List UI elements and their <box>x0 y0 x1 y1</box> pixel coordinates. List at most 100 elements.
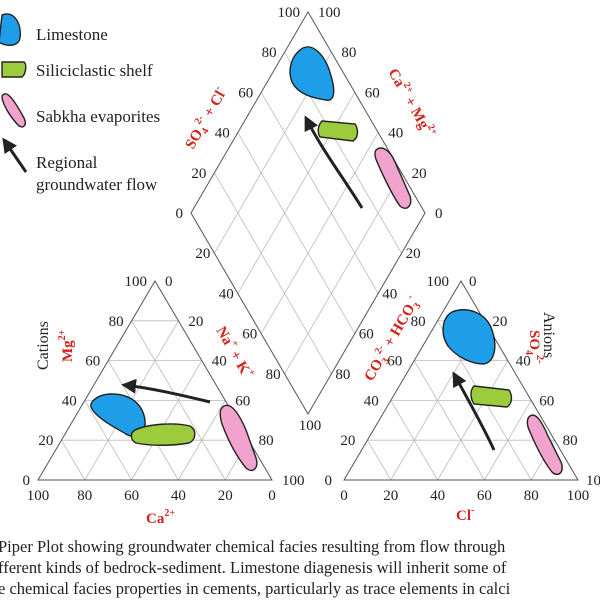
cations-right-tick: 100 <box>282 473 305 489</box>
cations-triangle: 100 80 60 40 20 0 100 80 60 40 20 0 0 20 40 60 80 100 C… <box>23 274 305 527</box>
diamond-lower-left-tick: 40 <box>219 286 234 302</box>
diamond-gridline <box>260 132 379 334</box>
diamond-lower-right-tick: 40 <box>382 286 397 302</box>
diamond-left-tick: 40 <box>215 126 230 142</box>
anions-bottom-tick: 40 <box>430 488 445 504</box>
legend-flow-label-line1: Regional <box>36 153 98 172</box>
diamond-left-tick: 20 <box>191 166 206 182</box>
cations-gridline <box>131 360 203 481</box>
diamond-gridline <box>260 92 379 294</box>
anions-right-tick: 20 <box>492 314 507 330</box>
cations-bottom-tick: 20 <box>218 488 233 504</box>
cations-title: Cations <box>35 321 52 370</box>
legend: Limestone Siliciclastic shelf Sabkha eva… <box>0 13 160 194</box>
anions-limestone-field <box>442 309 496 365</box>
cations-outline <box>37 280 273 481</box>
anions-left-tick: 40 <box>364 393 379 409</box>
diamond-right-tick: 40 <box>388 126 403 142</box>
diamond-lower-left-tick: 80 <box>266 367 281 383</box>
anions-triangle: 0 20 40 60 80 100 100 80 60 40 20 0 0 20 40 60 80 100 A… <box>325 274 600 524</box>
anions-siliciclastic-field <box>470 385 513 408</box>
cations-right-tick: 20 <box>188 314 203 330</box>
cations-right-tick: 40 <box>212 354 227 370</box>
diamond-left-tick: 0 <box>176 206 184 222</box>
diamond-outline <box>190 11 426 415</box>
anions-left-ticks: 100 80 60 40 20 0 <box>325 274 450 489</box>
cations-mg-label: Mg2+ <box>57 329 76 362</box>
legend-sabkha-swatch <box>1 93 26 128</box>
anions-sabkha-field <box>526 414 563 476</box>
cations-left-tick: 40 <box>62 393 77 409</box>
legend-siliciclastic-swatch <box>1 61 27 78</box>
diamond-lower-right-tick: 60 <box>359 327 374 343</box>
cations-bottom-tick: 0 <box>268 488 276 504</box>
anions-left-tick: 60 <box>387 354 402 370</box>
diamond-sabkha-field <box>374 147 412 209</box>
diamond-gridline <box>237 132 356 334</box>
anions-so4-label: SO42- <box>523 330 545 363</box>
diamond-right-tick: 80 <box>341 45 356 61</box>
cations-left-tick: 100 <box>125 274 148 290</box>
caption-line-2: fferent kinds of bedrock-sediment. Limes… <box>0 558 507 577</box>
anions-outline <box>343 280 579 481</box>
anions-gridline <box>413 360 485 481</box>
cations-left-tick: 60 <box>85 354 100 370</box>
diamond-right-tick: 100 <box>318 5 341 21</box>
anions-left-tick: 0 <box>325 473 333 489</box>
anions-right-tick: 80 <box>563 433 578 449</box>
anions-gridline <box>390 400 438 481</box>
cations-left-tick: 0 <box>23 473 31 489</box>
anions-bottom-tick: 20 <box>383 488 398 504</box>
diamond-siliciclastic-field <box>317 120 359 142</box>
cations-bottom-tick: 100 <box>27 488 50 504</box>
anions-bottom-tick: 60 <box>477 488 492 504</box>
diamond-lower-right-tick: 20 <box>406 246 421 262</box>
anions-gridline <box>484 400 532 481</box>
legend-flow-arrow-icon <box>2 137 28 173</box>
diamond-left-tick: 60 <box>238 85 253 101</box>
diamond-gridline <box>214 172 332 375</box>
diamond-lower-left-tick: 20 <box>195 246 210 262</box>
anions-left-tick: 80 <box>411 314 426 330</box>
cations-gridline <box>178 400 226 481</box>
anions-gridline <box>367 439 392 481</box>
diamond-right-tick: 0 <box>435 206 443 222</box>
anions-bottom-tick: 80 <box>524 488 539 504</box>
diamond-limestone-field <box>289 46 335 101</box>
diamond-right-tick: 20 <box>412 166 427 182</box>
cations-bottom-tick: 80 <box>77 488 92 504</box>
cations-left-tick: 20 <box>38 433 53 449</box>
cations-sabkha-field <box>219 404 258 472</box>
anions-title: Anions <box>540 312 557 358</box>
anions-right-tick: 40 <box>516 354 531 370</box>
diamond-right-tick: 60 <box>365 85 380 101</box>
diamond-left-tick: 100 <box>278 5 301 21</box>
cations-right-tick: 60 <box>235 393 250 409</box>
legend-sabkha-label: Sabkha evaporites <box>36 107 160 126</box>
cations-right-ticks: 0 20 40 60 80 100 <box>165 274 305 489</box>
cations-siliciclastic-field <box>130 423 196 446</box>
figure-caption: Piper Plot showing groundwater chemical … <box>0 536 600 599</box>
anions-right-tick: 100 <box>586 473 600 489</box>
anions-right-tick: 0 <box>469 274 477 290</box>
cations-bottom-tick: 40 <box>171 488 186 504</box>
anions-left-tick: 20 <box>340 433 355 449</box>
cations-bottom-tick: 60 <box>124 488 139 504</box>
caption-line-1: Piper Plot showing groundwater chemical … <box>0 537 506 556</box>
cations-gridline <box>61 439 86 481</box>
anions-cl-label: Cl- <box>456 505 474 524</box>
cations-gridline <box>84 400 132 481</box>
legend-limestone-swatch <box>0 13 21 46</box>
caption-line-3: e chemical facies properties in cements,… <box>0 579 511 598</box>
anions-left-tick: 100 <box>427 274 450 290</box>
cations-right-tick: 80 <box>259 433 274 449</box>
anions-bottom-tick: 100 <box>567 488 590 504</box>
cations-right-tick: 0 <box>165 274 173 290</box>
diamond-left-axis-label: SO42- + Cl- <box>180 84 233 154</box>
diamond-lower-left-tick: 60 <box>242 327 257 343</box>
